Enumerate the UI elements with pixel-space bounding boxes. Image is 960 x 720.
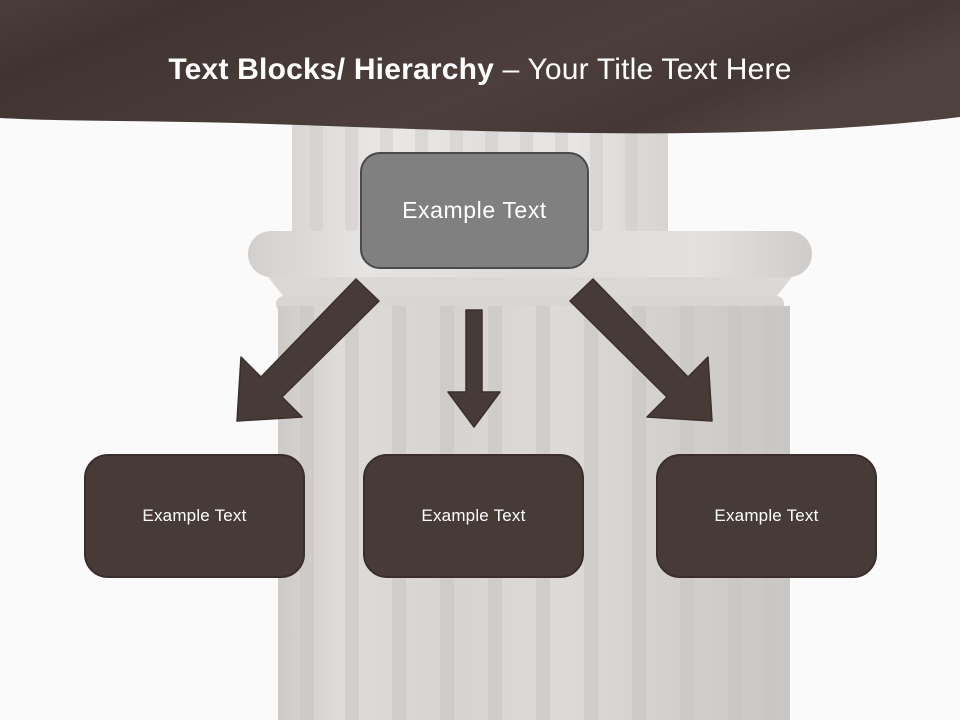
arrow-down-right-icon xyxy=(569,278,713,422)
page-title-separator: – xyxy=(494,53,528,86)
hierarchy-child-node-2[interactable]: Example Text xyxy=(363,454,584,578)
page-title: Text Blocks/ Hierarchy – Your Title Text… xyxy=(0,50,960,90)
hierarchy-root-label: Example Text xyxy=(402,197,547,223)
hierarchy-child-node-1[interactable]: Example Text xyxy=(84,454,305,578)
arrow-down-left-icon xyxy=(236,278,380,422)
hierarchy-child-label-1: Example Text xyxy=(142,506,247,525)
page-title-bold: Text Blocks/ Hierarchy xyxy=(168,53,495,86)
hierarchy-root-node[interactable]: Example Text xyxy=(360,152,589,269)
arrow-down-icon xyxy=(447,309,501,428)
hierarchy-child-label-3: Example Text xyxy=(714,506,819,525)
hierarchy-child-label-2: Example Text xyxy=(421,506,526,525)
page-title-light: Your Title Text Here xyxy=(527,53,792,86)
hierarchy-child-node-3[interactable]: Example Text xyxy=(656,454,877,578)
